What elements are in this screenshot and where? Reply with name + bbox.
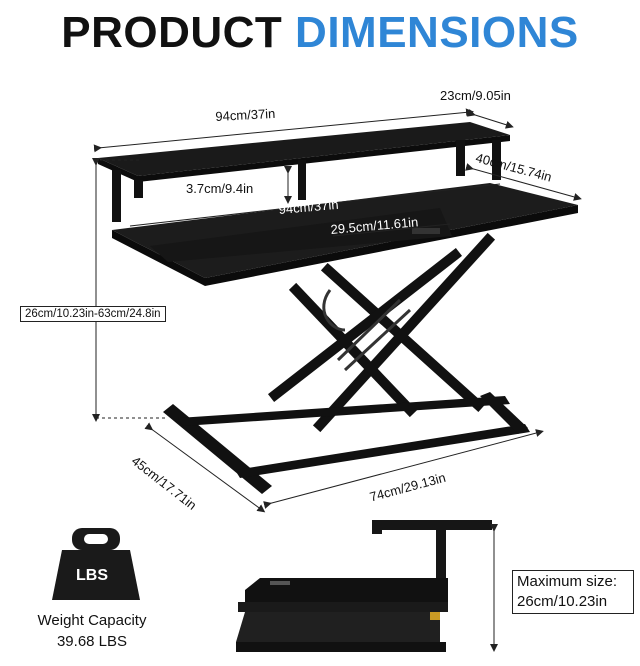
max-size-box: Maximum size: 26cm/10.23in: [512, 570, 634, 614]
title-word-dimensions: DIMENSIONS: [295, 8, 579, 57]
dim-top-depth: 23cm/9.05in: [440, 88, 511, 103]
side-view-photo: [236, 520, 498, 652]
dim-riser-gap: 3.7cm/9.4in: [186, 181, 254, 196]
desk-surface: [112, 183, 578, 286]
weight-capacity-line2: 39.68 LBS: [56, 633, 128, 650]
weight-capacity: Weight Capacity 39.68 LBS: [22, 610, 162, 652]
weight-badge-text: LBS: [76, 567, 108, 584]
weight-capacity-line1: Weight Capacity: [37, 612, 147, 629]
weight-icon: [52, 528, 140, 600]
title-word-product: PRODUCT: [61, 8, 283, 57]
dim-top-width: 94cm/37in: [215, 105, 276, 124]
max-size-line1: Maximum size:: [517, 573, 618, 590]
scissor-lift: [267, 232, 496, 433]
dim-height-range: 26cm/10.23in-63cm/24.8in: [20, 306, 166, 322]
max-size-line2: 26cm/10.23in: [517, 593, 608, 610]
page-title: PRODUCT DIMENSIONS: [0, 8, 640, 58]
